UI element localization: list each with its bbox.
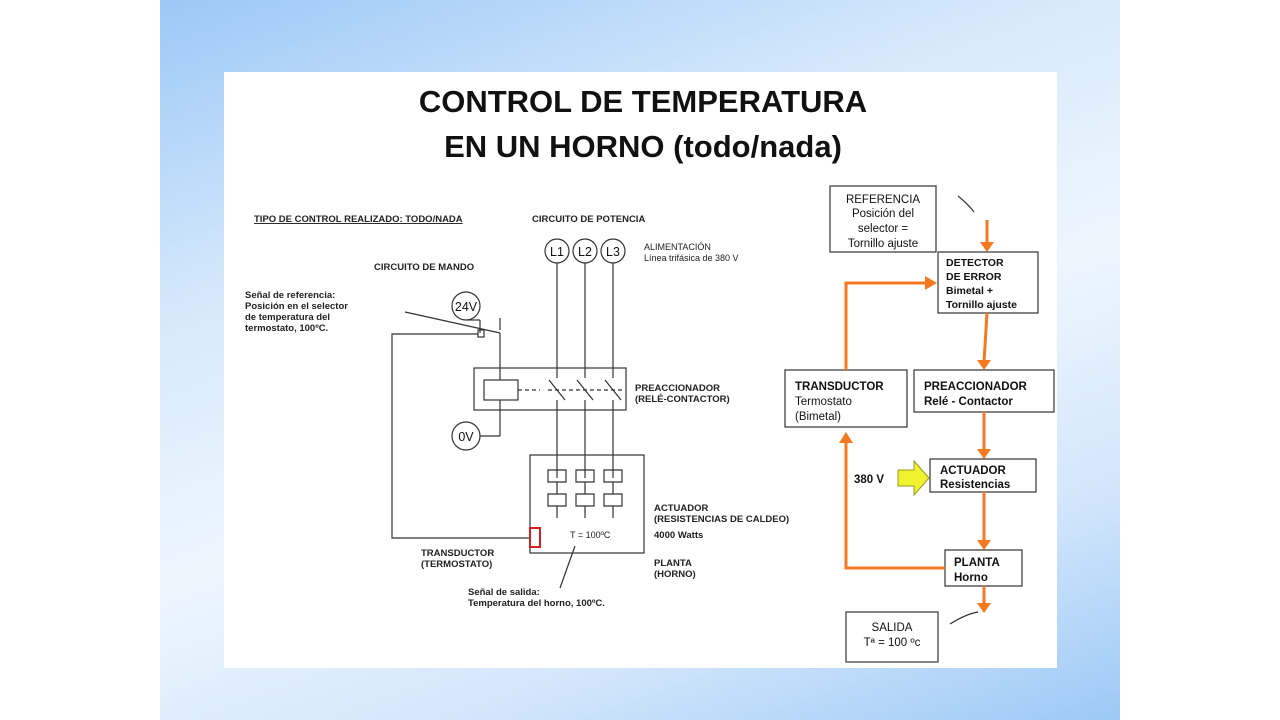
svg-text:ACTUADOR: ACTUADOR (940, 465, 1006, 477)
block-preaccionador: PREACCIONADOR Relé - Contactor (913, 369, 1055, 413)
svg-text:PLANTA: PLANTA (954, 557, 1000, 569)
svg-text:Termostato: Termostato (795, 396, 852, 408)
block-planta: PLANTA Horno (944, 549, 1023, 587)
phase-lines: L1 L2 L3 (544, 238, 626, 478)
svg-text:SALIDA: SALIDA (872, 622, 913, 634)
transducer-label: TRANSDUCTOR (421, 548, 494, 559)
power-circuit-label: CIRCUITO DE POTENCIA (532, 214, 645, 225)
svg-text:DE ERROR: DE ERROR (946, 271, 1002, 283)
svg-text:TRANSDUCTOR: TRANSDUCTOR (795, 381, 884, 393)
line-l1: L1 (550, 245, 564, 259)
svg-text:(Bimetal): (Bimetal) (795, 411, 841, 423)
control-type-label: TIPO DE CONTROL REALIZADO: TODO/NADA (254, 214, 463, 225)
oven-temperature: T = 100ºC (570, 530, 611, 540)
supply-detail: Línea trifásica de 380 V (644, 253, 739, 263)
block-actuador: ACTUADOR Resistencias (929, 458, 1037, 493)
svg-text:REFERENCIA: REFERENCIA (846, 194, 920, 206)
relay-contactor (473, 367, 627, 411)
transducer-detail: (TERMOSTATO) (421, 559, 492, 570)
line-l2: L2 (578, 245, 592, 259)
control-circuit-label: CIRCUITO DE MANDO (374, 262, 474, 273)
output-signal-label: Señal de salida: (468, 587, 540, 598)
relay-detail: (RELÉ-CONTACTOR) (635, 394, 730, 405)
svg-text:Tª = 100 ºc: Tª = 100 ºc (864, 637, 921, 649)
plant-detail: (HORNO) (654, 569, 696, 580)
control-circuit: 24V 0V (391, 291, 530, 539)
power-input-arrow-icon (897, 459, 930, 497)
oven-plant (529, 454, 645, 589)
svg-text:selector =: selector = (858, 223, 908, 235)
svg-text:Bimetal +: Bimetal + (946, 285, 993, 297)
reference-signal-2: Posición en el selector (245, 301, 348, 312)
block-referencia: REFERENCIA Posición del selector = Torni… (829, 185, 937, 253)
block-380v-label: 380 V (854, 474, 884, 486)
title-line-2: EN UN HORNO (todo/nada) (444, 129, 842, 164)
output-signal-detail: Temperatura del horno, 100ºC. (468, 598, 605, 609)
supply-label: ALIMENTACIÓN (644, 242, 711, 252)
supply-0v: 0V (458, 430, 474, 444)
actuator-detail: (RESISTENCIAS DE CALDEO) (654, 514, 789, 525)
reference-signal-3: de temperatura del (245, 312, 330, 323)
plant-label: PLANTA (654, 558, 692, 569)
svg-text:Relé - Contactor: Relé - Contactor (924, 396, 1013, 408)
sensor-thermostat (529, 527, 541, 548)
block-detector: DETECTOR DE ERROR Bimetal + Tornillo aju… (937, 251, 1039, 314)
relay-label: PREACCIONADOR (635, 383, 720, 394)
actuator-label: ACTUADOR (654, 503, 708, 514)
svg-text:Horno: Horno (954, 572, 988, 584)
svg-text:Resistencias: Resistencias (940, 479, 1010, 491)
svg-text:Tornillo ajuste: Tornillo ajuste (848, 238, 918, 250)
svg-text:DETECTOR: DETECTOR (946, 257, 1004, 269)
reference-signal-1: Señal de referencia: (245, 290, 335, 301)
svg-text:Posición del: Posición del (852, 208, 914, 220)
block-flow (839, 220, 994, 613)
title-line-1: CONTROL DE TEMPERATURA (419, 84, 867, 119)
block-salida: SALIDA Tª = 100 ºc (845, 611, 939, 663)
line-l3: L3 (606, 245, 620, 259)
svg-text:PREACCIONADOR: PREACCIONADOR (924, 381, 1028, 393)
supply-24v: 24V (455, 300, 478, 314)
block-transductor: TRANSDUCTOR Termostato (Bimetal) (784, 369, 908, 428)
svg-text:Tornillo ajuste: Tornillo ajuste (946, 299, 1017, 311)
reference-signal-4: termostato, 100ºC. (245, 323, 328, 334)
actuator-power: 4000 Watts (654, 530, 703, 541)
